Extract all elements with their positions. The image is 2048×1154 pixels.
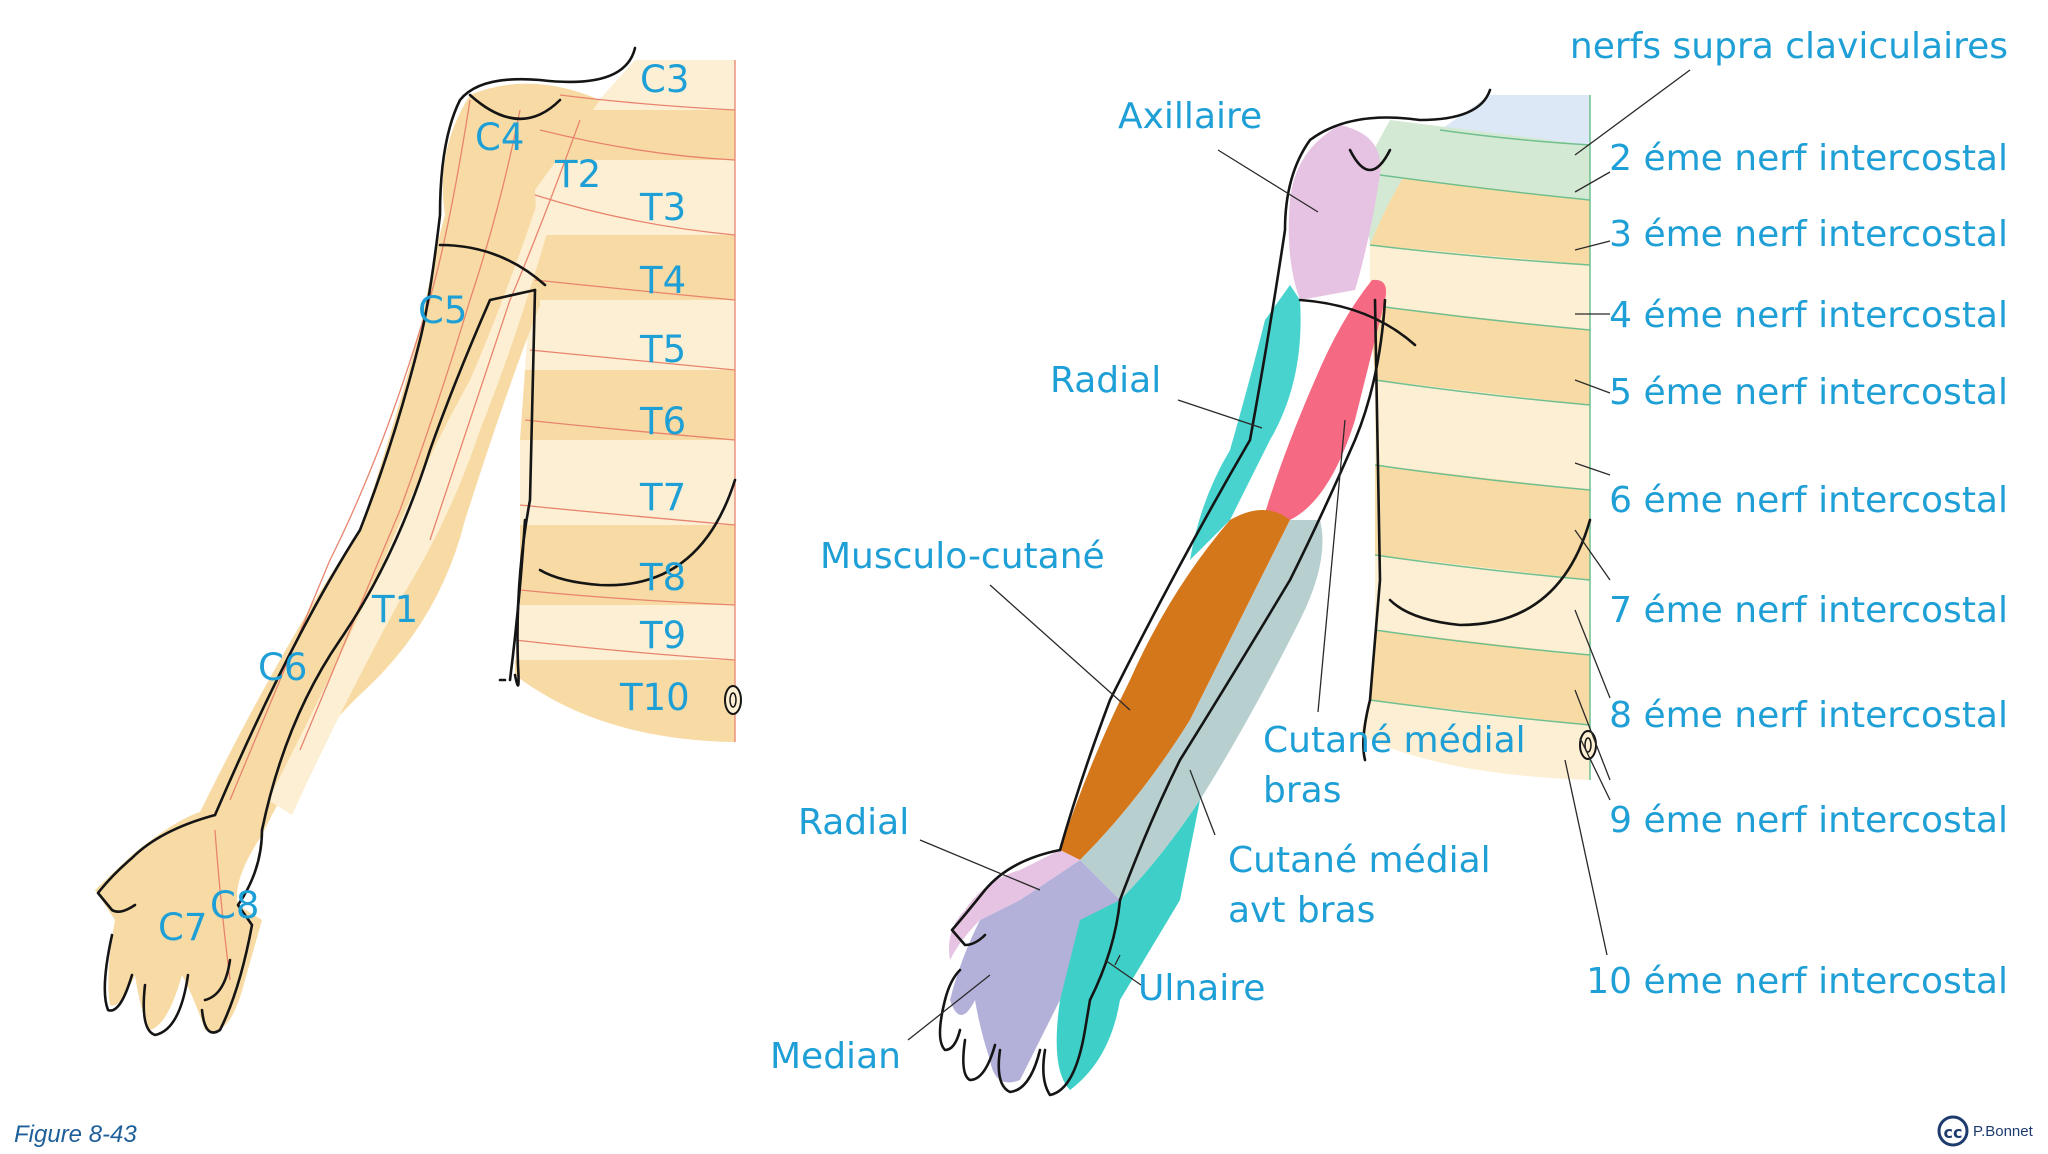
label-supra-claviculaires: nerfs supra claviculaires [1570, 26, 2008, 67]
label-c4: C4 [475, 116, 524, 159]
band-t7 [520, 440, 735, 525]
band-t4 [530, 235, 735, 300]
band-ic5 [1370, 305, 1590, 405]
label-ic4: 4 éme nerf intercostal [1609, 295, 2008, 336]
region-medial-arm [1260, 279, 1387, 530]
leader-lines [907, 69, 1691, 1041]
navel-icon [724, 685, 742, 715]
left-arm-skin [95, 83, 600, 1032]
band-ic9 [1370, 630, 1590, 725]
label-t10: T10 [619, 676, 690, 719]
band-t10 [515, 660, 735, 742]
band-t5 [525, 300, 735, 370]
label-t4: T4 [639, 259, 686, 302]
author-credit: P.Bonnet [1973, 1123, 2034, 1140]
label-cutane-medial-avt-2: avt bras [1228, 890, 1375, 931]
band-shoulder-green [1360, 120, 1440, 245]
region-radial-hand [949, 850, 1080, 960]
band-ic8 [1375, 555, 1590, 655]
label-ulnaire: Ulnaire [1138, 968, 1265, 1009]
region-ulnar [1056, 800, 1200, 1090]
right-labels: Axillaire Radial Musculo-cutané Radial M… [770, 26, 2008, 1077]
right-nerve-figure: Axillaire Radial Musculo-cutané Radial M… [770, 26, 2008, 1097]
label-c7: C7 [158, 906, 207, 949]
left-dermatome-figure: C3 C4 T2 T3 T4 C5 T5 T6 T7 T8 T1 T9 C6 T… [95, 46, 742, 1037]
label-musculo-cutane: Musculo-cutané [820, 536, 1105, 577]
label-t7: T7 [639, 476, 686, 519]
label-t1: T1 [371, 588, 418, 631]
label-median: Median [770, 1036, 901, 1077]
region-axillary [1288, 125, 1381, 300]
label-axillaire: Axillaire [1118, 96, 1262, 137]
label-ic8: 8 éme nerf intercostal [1609, 695, 2008, 736]
label-t3: T3 [639, 186, 686, 229]
label-t5: T5 [639, 328, 686, 371]
region-median [950, 860, 1120, 1083]
cc-icon [1937, 1115, 1969, 1147]
label-t8: T8 [639, 556, 686, 599]
band-ic4 [1370, 245, 1590, 330]
band-ic6 [1375, 380, 1590, 490]
label-cutane-medial-bras-1: Cutané médial [1263, 720, 1526, 761]
band-t6 [520, 370, 735, 440]
band-ic3 [1370, 175, 1590, 265]
region-medial-forearm [1080, 520, 1323, 900]
label-ic7: 7 éme nerf intercostal [1609, 590, 2008, 631]
label-t9: T9 [639, 614, 686, 657]
band-c3 [590, 60, 735, 110]
band-t8 [520, 525, 735, 605]
band-t3 [520, 160, 735, 235]
label-cutane-medial-avt-1: Cutané médial [1228, 840, 1491, 881]
left-labels: C3 C4 T2 T3 T4 C5 T5 T6 T7 T8 T1 T9 C6 T… [158, 58, 690, 949]
left-arm-lighter-stripe [268, 180, 555, 815]
cc-icon-text: cc [1944, 1123, 1963, 1142]
label-t6: T6 [639, 400, 686, 443]
left-outline [96, 46, 742, 1037]
band-ic2 [1380, 120, 1590, 200]
right-trunk-bands [1360, 95, 1590, 780]
right-outline [938, 88, 1597, 1097]
label-c6: C6 [258, 646, 307, 689]
label-t2: T2 [554, 153, 601, 196]
label-radial-upper: Radial [1050, 360, 1161, 401]
label-ic3: 3 éme nerf intercostal [1609, 214, 2008, 255]
label-ic10: 10 éme nerf intercostal [1586, 961, 2008, 1002]
label-c3: C3 [640, 58, 689, 101]
cc-license-badge: cc P.Bonnet [1937, 1115, 2034, 1147]
label-ic9: 9 éme nerf intercostal [1609, 800, 2008, 841]
band-ic7 [1375, 465, 1590, 580]
label-ic2: 2 éme nerf intercostal [1609, 138, 2008, 179]
label-ic6: 6 éme nerf intercostal [1609, 480, 2008, 521]
figure-caption: Figure 8-43 [14, 1121, 137, 1148]
label-c5: C5 [418, 289, 467, 332]
label-radial-lower: Radial [798, 802, 909, 843]
label-c8: C8 [210, 884, 259, 927]
left-trunk-bands [515, 60, 735, 742]
right-arm-regions [949, 125, 1387, 1090]
left-dermatome-lines [214, 60, 736, 981]
label-ic5: 5 éme nerf intercostal [1609, 372, 2008, 413]
region-musculocutaneous [1060, 510, 1290, 860]
label-cutane-medial-bras-2: bras [1263, 770, 1341, 811]
